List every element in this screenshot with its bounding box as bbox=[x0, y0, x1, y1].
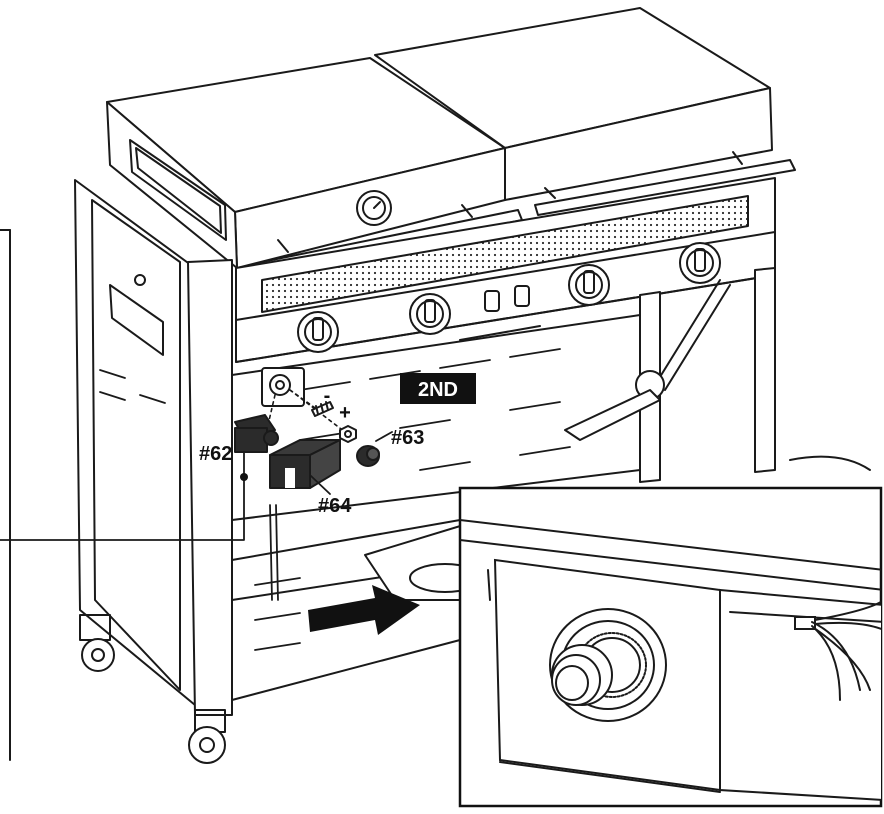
direction-arrow bbox=[308, 585, 420, 635]
igniter-button bbox=[356, 445, 380, 467]
igniter-mount-hole bbox=[261, 367, 305, 407]
control-panel bbox=[235, 177, 776, 363]
battery-spring bbox=[311, 401, 334, 417]
step-badge: 2ND bbox=[400, 373, 476, 404]
part-label-bracket: #64 bbox=[318, 495, 352, 517]
control-knob-4 bbox=[679, 242, 721, 284]
control-knob-2 bbox=[409, 293, 451, 335]
leader-lines bbox=[0, 431, 393, 601]
minus-sign: - bbox=[324, 385, 331, 407]
part-label-igniter: #62 bbox=[199, 443, 232, 465]
plus-sign: + bbox=[339, 402, 351, 424]
lock-nut bbox=[339, 425, 357, 443]
thermometer-icon bbox=[356, 190, 392, 226]
left-edge-frame bbox=[0, 229, 11, 761]
part-label-button: #63 bbox=[391, 427, 424, 449]
igniter-bracket bbox=[269, 439, 341, 489]
right-lid bbox=[374, 7, 773, 201]
igniter-module bbox=[234, 414, 279, 453]
side-crank bbox=[564, 279, 731, 441]
vent-slots bbox=[99, 348, 571, 651]
control-knob-1 bbox=[297, 311, 339, 353]
cart-frame bbox=[74, 179, 776, 716]
detail-inset bbox=[458, 486, 883, 808]
side-table bbox=[789, 455, 871, 471]
inset-igniter-button bbox=[549, 608, 667, 722]
inset-wiring bbox=[794, 600, 881, 701]
step-badge-label: 2ND bbox=[418, 379, 458, 401]
caster-wheel-front bbox=[188, 709, 226, 764]
caster-wheel-left bbox=[79, 614, 115, 672]
panel-switches bbox=[459, 285, 541, 341]
control-knob-3 bbox=[568, 264, 610, 306]
callout-dot bbox=[240, 473, 248, 481]
